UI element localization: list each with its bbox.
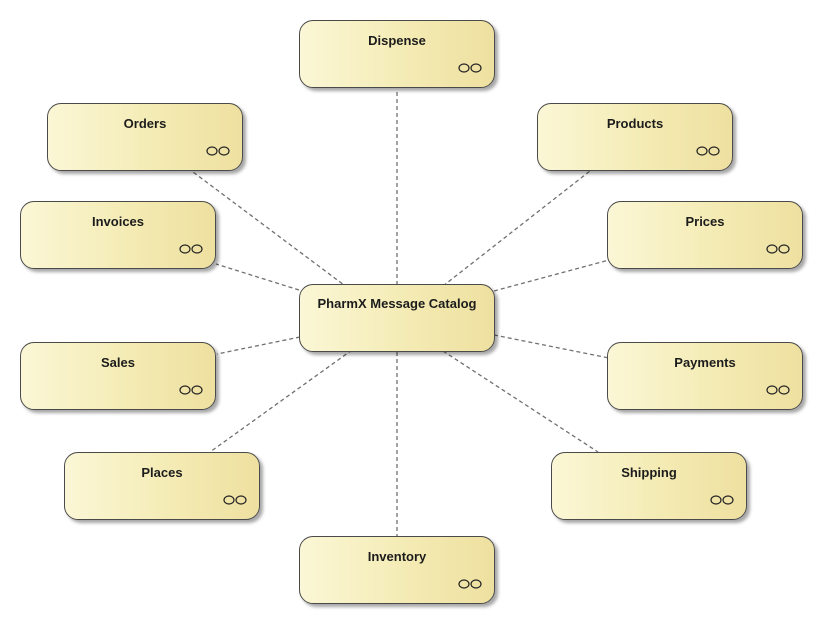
node-label: Payments (674, 355, 736, 370)
collaboration-icon (223, 495, 247, 505)
node-payments[interactable]: Payments (607, 342, 803, 410)
node-orders[interactable]: Orders (47, 103, 243, 171)
node-label: Inventory (367, 549, 427, 564)
connector-invoices (215, 263, 300, 291)
node-label: Sales (101, 355, 135, 370)
node-invoices[interactable]: Invoices (20, 201, 216, 269)
collaboration-icon (696, 146, 720, 156)
node-center-catalog[interactable]: PharmX Message Catalog (299, 284, 495, 352)
node-label: PharmX Message Catalog (317, 296, 477, 311)
node-label: Dispense (368, 33, 426, 48)
collaboration-icon (179, 244, 203, 254)
node-label: Products (606, 116, 664, 131)
node-inventory[interactable]: Inventory (299, 536, 495, 604)
connector-places (209, 349, 353, 453)
collaboration-icon (206, 146, 230, 156)
connector-sales (216, 336, 301, 355)
node-label: Places (141, 465, 183, 480)
node-label: Prices (685, 214, 725, 229)
collaboration-icon (458, 579, 482, 589)
connector-orders (192, 171, 349, 289)
collaboration-icon (710, 495, 734, 505)
connector-payments (493, 334, 610, 359)
node-products[interactable]: Products (537, 103, 733, 171)
connector-shipping (442, 350, 599, 453)
collaboration-icon (458, 63, 482, 73)
collaboration-icon (179, 385, 203, 395)
node-shipping[interactable]: Shipping (551, 452, 747, 520)
collaboration-icon (766, 385, 790, 395)
connector-prices (493, 259, 610, 292)
node-prices[interactable]: Prices (607, 201, 803, 269)
node-sales[interactable]: Sales (20, 342, 216, 410)
collaboration-icon (766, 244, 790, 254)
connector-products (442, 170, 591, 287)
node-places[interactable]: Places (64, 452, 260, 520)
node-dispense[interactable]: Dispense (299, 20, 495, 88)
node-label: Invoices (91, 214, 145, 229)
node-label: Shipping (621, 465, 677, 480)
node-label: Orders (123, 116, 167, 131)
